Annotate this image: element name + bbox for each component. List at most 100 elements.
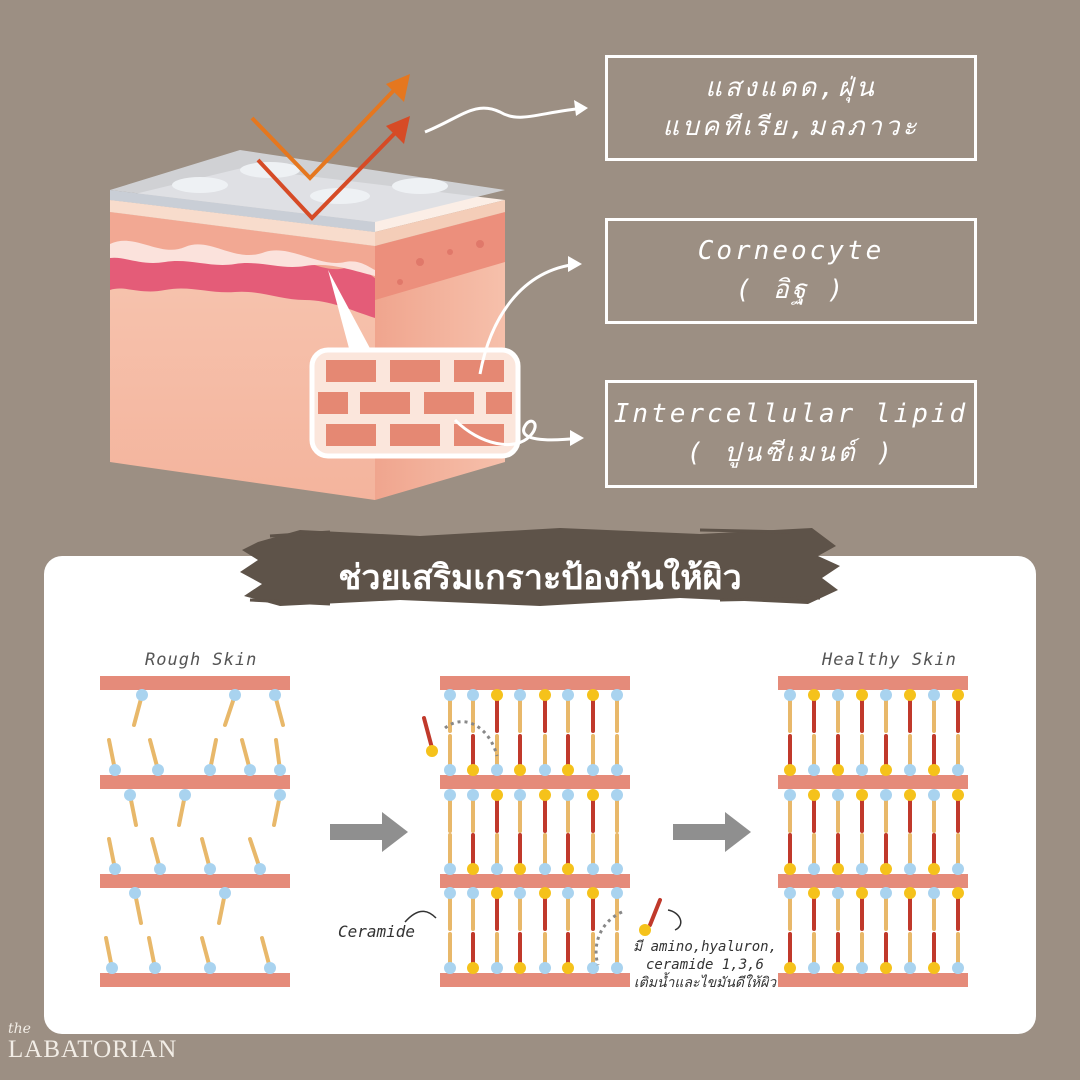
- lipid-head: [808, 863, 820, 875]
- lipid-head: [514, 689, 526, 701]
- lipid-head: [832, 789, 844, 801]
- connector-arrow-head: [574, 100, 588, 116]
- lipid-head: [611, 789, 623, 801]
- ceramide-head: [539, 689, 551, 701]
- membrane-band: [440, 874, 630, 888]
- lipid-head: [124, 789, 136, 801]
- connector-arrow-head: [568, 256, 582, 272]
- ceramide-head: [562, 863, 574, 875]
- lipid-head: [491, 962, 503, 974]
- lipid-head: [784, 789, 796, 801]
- lipid-head: [587, 764, 599, 776]
- ceramide-pointer: [404, 910, 437, 923]
- lipid-head: [880, 887, 892, 899]
- lipid-head: [856, 764, 868, 776]
- lipid-head: [467, 789, 479, 801]
- rough-skin-label: Rough Skin: [145, 650, 258, 670]
- ceramide-label: Ceramide: [338, 922, 416, 941]
- lipid-head: [880, 689, 892, 701]
- lipid-head: [928, 887, 940, 899]
- ceramide-head: [808, 887, 820, 899]
- ceramide-head: [952, 789, 964, 801]
- lipid-head: [611, 863, 623, 875]
- membrane-band: [100, 775, 290, 789]
- ceramide-head: [587, 887, 599, 899]
- membrane-band: [440, 973, 630, 987]
- ceramide-head: [467, 764, 479, 776]
- ceramide-head: [808, 789, 820, 801]
- lipid-head: [856, 962, 868, 974]
- brick: [390, 360, 440, 382]
- connector-arrow-head: [570, 430, 584, 446]
- cell-dot: [397, 279, 403, 285]
- lipid-head: [467, 689, 479, 701]
- lipid-head: [444, 689, 456, 701]
- brick: [390, 424, 440, 446]
- ceramide-head: [832, 962, 844, 974]
- lipid-head: [611, 962, 623, 974]
- lipid-head: [444, 863, 456, 875]
- ceramide-head: [808, 689, 820, 701]
- ceramide-head: [832, 863, 844, 875]
- lipid-head: [204, 962, 216, 974]
- lipid-head: [444, 764, 456, 776]
- sun-ray-arrow-head: [386, 74, 410, 102]
- lipid-head: [444, 789, 456, 801]
- lipid-head: [269, 689, 281, 701]
- zoom-pointer: [328, 270, 372, 352]
- brick: [360, 392, 410, 414]
- ceramide-tail: [648, 898, 662, 927]
- lipid-head: [808, 764, 820, 776]
- cell-dot: [476, 240, 484, 248]
- ceramide-head: [587, 789, 599, 801]
- corneocyte-label-box: Corneocyte ( อิฐ ): [605, 218, 977, 324]
- lipid-line-1: Intercellular lipid: [613, 399, 969, 429]
- lipid-head: [562, 887, 574, 899]
- ceramide-head: [467, 863, 479, 875]
- lipid-head: [109, 764, 121, 776]
- healthy-skin-label: Healthy Skin: [822, 650, 957, 670]
- lipid-head: [179, 789, 191, 801]
- ceramide-head: [467, 962, 479, 974]
- note-line-3: เติมน้ำและไขมันดีให้ผิว: [633, 975, 777, 992]
- lipid-head: [491, 863, 503, 875]
- membrane-band: [440, 676, 630, 690]
- lipid-head: [611, 887, 623, 899]
- film-bubble: [310, 188, 370, 204]
- logo-name: LABATORIAN: [8, 1036, 178, 1063]
- lipid-head: [154, 863, 166, 875]
- lipid-head: [444, 887, 456, 899]
- skin-surface-cream-side: [375, 200, 505, 246]
- ceramide-head: [514, 962, 526, 974]
- lipid-head: [467, 887, 479, 899]
- lipid-head: [952, 863, 964, 875]
- logo-the: the: [8, 1021, 31, 1037]
- process-arrow-head: [725, 812, 751, 852]
- lipid-head: [928, 689, 940, 701]
- film-bubble: [392, 178, 448, 194]
- lipid-head: [904, 863, 916, 875]
- ceramide-head: [587, 689, 599, 701]
- brick: [326, 360, 376, 382]
- lipid-head: [880, 789, 892, 801]
- lipid-head: [808, 962, 820, 974]
- lipid-line-2: ( ปูนซีเมนต์ ): [686, 438, 896, 468]
- dermis-wave-highlight: [110, 240, 375, 276]
- ceramide-head: [928, 764, 940, 776]
- banner-title: ช่วยเสริมเกราะป้องกันให้ผิว: [338, 558, 742, 598]
- ceramide-head: [952, 887, 964, 899]
- lipid-head: [587, 962, 599, 974]
- note-line-2: ceramide 1,3,6: [645, 957, 764, 974]
- connector-arrow-corneocyte: [478, 262, 579, 375]
- lipid-head: [444, 962, 456, 974]
- membrane-band: [100, 973, 290, 987]
- lipid-head: [611, 689, 623, 701]
- membrane-band: [100, 676, 290, 690]
- lipid-head: [204, 863, 216, 875]
- sun-ray-arrow: [250, 84, 400, 181]
- lipid-head: [264, 962, 276, 974]
- sun-ray-arrow: [256, 128, 400, 221]
- brick: [424, 392, 474, 414]
- lipid-head: [539, 764, 551, 776]
